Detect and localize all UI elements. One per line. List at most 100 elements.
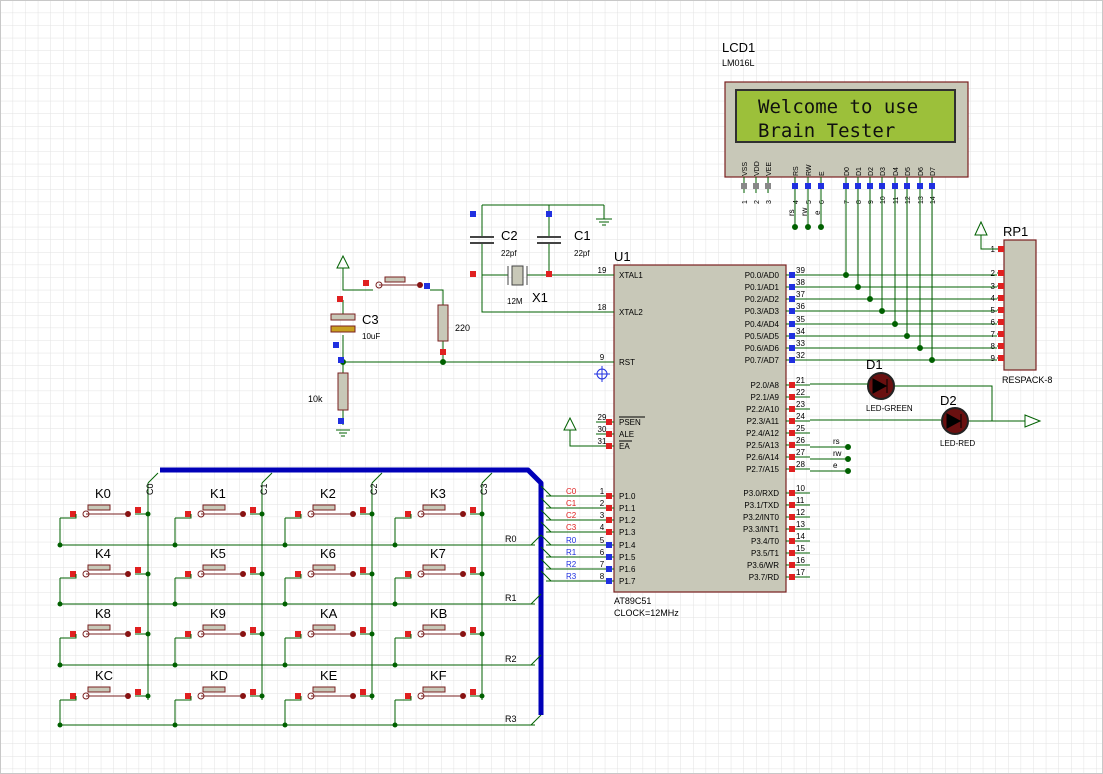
lcd-pin-number: 4 [793, 200, 800, 204]
d1-symbol [872, 378, 888, 394]
c2-capacitor[interactable]: C2 22pf [470, 228, 518, 258]
keypad-key[interactable]: K8 [70, 606, 141, 638]
reset-resistor[interactable]: 220 [437, 304, 470, 342]
reset-button[interactable] [375, 276, 423, 289]
x1-crystal[interactable]: 12M X1 [507, 265, 548, 306]
c1-ref: C1 [574, 228, 591, 243]
key-row-wire [175, 574, 192, 579]
key-row-wire [285, 696, 302, 701]
key-cap [87, 564, 111, 571]
c3-capacitor[interactable]: C3 10uF [330, 312, 380, 341]
mcu-right-pin-name: P2.1/A9 [751, 393, 780, 402]
key-cap [202, 686, 226, 693]
key-pin-marker [470, 567, 476, 573]
xtal-pin-markers [470, 211, 552, 277]
lcd-pin-marker [805, 183, 811, 189]
mcu-left-pin-num: 29 [598, 413, 607, 422]
p1-net-label: C0 [566, 487, 577, 496]
key-label: K6 [320, 546, 336, 561]
mcu-right-pin-num: 25 [796, 424, 805, 433]
c2-value: 22pf [501, 249, 517, 258]
mcu-right-pin-marker [789, 466, 795, 472]
key-row-wire [175, 514, 192, 519]
mcu-right-pin-marker [789, 333, 795, 339]
mcu-right-pin-num: 23 [796, 400, 805, 409]
keypad-key[interactable]: K0 [70, 486, 141, 518]
keypad-key[interactable]: KE [295, 668, 366, 700]
lcd-pin-marker [929, 183, 935, 189]
key-label: K8 [95, 606, 111, 621]
mcu-left-pin-name: P1.6 [619, 565, 636, 574]
mcu-clock: CLOCK=12MHz [614, 608, 679, 618]
mcu-ref: U1 [614, 249, 631, 264]
lcd-pin-number: 3 [766, 200, 773, 204]
mcu-right-pin-marker [789, 430, 795, 436]
keypad-key[interactable]: KF [405, 668, 476, 700]
d2-symbol [946, 413, 962, 429]
mcu-left-pin-num: 9 [600, 353, 605, 362]
key-cap [312, 564, 336, 571]
d1-led-green[interactable]: D1 LED-GREEN [866, 357, 913, 413]
keypad-key[interactable]: KA [295, 606, 366, 638]
lcd1[interactable]: LCD1 LM016L Welcome to use Brain Tester … [722, 40, 969, 204]
key-label: K9 [210, 606, 226, 621]
rp1-pin-marker [998, 295, 1004, 301]
row-label: R2 [505, 654, 517, 664]
c1-value: 22pf [574, 249, 590, 258]
mcu-right-pin-num: 13 [796, 520, 805, 529]
keypad-key[interactable]: K3 [405, 486, 476, 518]
lcd-pin-number: 7 [844, 200, 851, 204]
reset-pin-markers [333, 280, 446, 424]
mcu-right-pin-marker [789, 418, 795, 424]
keypad-key[interactable]: K2 [295, 486, 366, 518]
ea-vcc [563, 416, 596, 447]
mcu-right-pin-marker [789, 526, 795, 532]
keypad-key[interactable]: K9 [185, 606, 256, 638]
keypad-key[interactable]: K7 [405, 546, 476, 578]
d2-led-red[interactable]: D2 LED-RED [940, 393, 975, 448]
key-cap [312, 504, 336, 511]
keypad-key[interactable]: K1 [185, 486, 256, 518]
mcu-right-pin-marker [789, 357, 795, 363]
key-label: K2 [320, 486, 336, 501]
mcu-right-pin-name: P3.6/WR [747, 561, 779, 570]
mcu-right-pin-num: 22 [796, 388, 805, 397]
lcd-pin-name: E [819, 171, 826, 176]
mcu-right-pin-num: 35 [796, 315, 805, 324]
lcd-pin-number: 11 [893, 197, 900, 204]
mcu-right-pin-num: 36 [796, 302, 805, 311]
keypad-key[interactable]: KD [185, 668, 256, 700]
key-row-wire [175, 696, 192, 701]
mcu-left-pin-marker [606, 443, 612, 449]
mcu-right-pin-marker [789, 502, 795, 508]
mcu-right-pin-num: 27 [796, 448, 805, 457]
keypad-key[interactable]: K6 [295, 546, 366, 578]
mcu-right-pin-name: P3.7/RD [749, 573, 779, 582]
key-label: K5 [210, 546, 226, 561]
key-label: K4 [95, 546, 111, 561]
keypad-key[interactable]: K4 [70, 546, 141, 578]
key-pin-marker [405, 571, 411, 577]
pulldown-resistor[interactable]: 10k [308, 372, 349, 411]
mcu-left-pin-name: P1.1 [619, 504, 636, 513]
x1-value: 12M [507, 297, 523, 306]
junction [57, 722, 63, 728]
row-label: R0 [505, 534, 517, 544]
rp1-pin-number: 7 [991, 330, 996, 339]
keypad-key[interactable]: KB [405, 606, 476, 638]
key-cap [312, 686, 336, 693]
lcd-pin-name: RS [793, 166, 800, 176]
row-label: R3 [505, 714, 517, 724]
keypad-key[interactable]: KC [70, 668, 141, 700]
mcu-right-pin-num: 17 [796, 568, 805, 577]
lcd-pin-name: D1 [856, 167, 863, 176]
mcu-left-pin-name: P1.7 [619, 577, 636, 586]
keypad-bus [160, 467, 544, 715]
keypad-key[interactable]: K5 [185, 546, 256, 578]
c1-capacitor[interactable]: C1 22pf [537, 228, 591, 258]
u1-mcu[interactable]: U1 AT89C51 CLOCK=12MHz 19XTAL118XTAL29RS… [546, 249, 810, 618]
key-pin-marker [135, 689, 141, 695]
mcu-right-pin-num: 12 [796, 508, 805, 517]
